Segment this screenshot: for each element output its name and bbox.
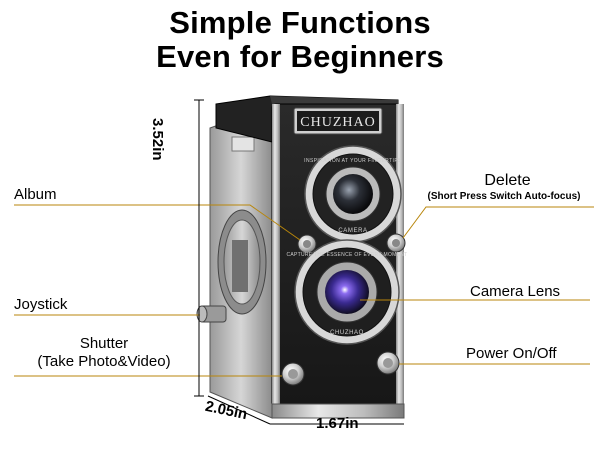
taking-lens-inscription-bottom: CHUZHAO	[330, 330, 364, 336]
delete-leader-line	[402, 206, 594, 239]
album-button-center	[303, 240, 311, 248]
power-label: Power On/Off	[466, 345, 557, 362]
album-label: Album	[14, 186, 57, 203]
shutter-label: Shutter	[79, 335, 129, 352]
side-strap-lug	[231, 136, 255, 152]
joystick-label: Joystick	[14, 296, 68, 313]
shutter-button-center	[288, 369, 298, 379]
delete-label: Delete	[484, 172, 531, 189]
album-leader-line	[14, 204, 301, 241]
taking-lens-glass	[325, 270, 369, 314]
width-dimension-label: 1.67in	[316, 415, 359, 432]
shutter-sublabel: (Take Photo&Video)	[37, 353, 171, 370]
chrome-edge-right	[396, 104, 404, 418]
brand-plate-inner	[297, 111, 379, 131]
brand-logo: CHUZHAO	[300, 115, 375, 130]
chrome-edge-left	[272, 104, 280, 418]
camera-lens-label: Camera Lens	[470, 283, 561, 300]
chrome-base	[271, 403, 405, 419]
delete-sublabel: (Short Press Switch Auto-focus)	[427, 191, 581, 202]
delete-button-center	[392, 239, 400, 247]
viewing-lens-inscription-bottom: CAMERA	[338, 228, 367, 234]
height-dimension-label: 3.52in	[149, 118, 166, 161]
focus-wheel-hub	[232, 240, 248, 292]
headline-line-2: Even for Beginners	[156, 39, 444, 74]
viewing-lens-glass	[333, 174, 373, 214]
depth-dimension-line	[207, 395, 271, 425]
viewing-lens-inscription: INSPIRATION AT YOUR FINGERTIPS	[304, 158, 402, 164]
taking-lens-inscription: CAPTURE THE ESSENCE OF EVERY MOMENT	[286, 252, 407, 258]
headline-line-1: Simple Functions	[169, 5, 431, 40]
power-button-center	[383, 358, 393, 368]
